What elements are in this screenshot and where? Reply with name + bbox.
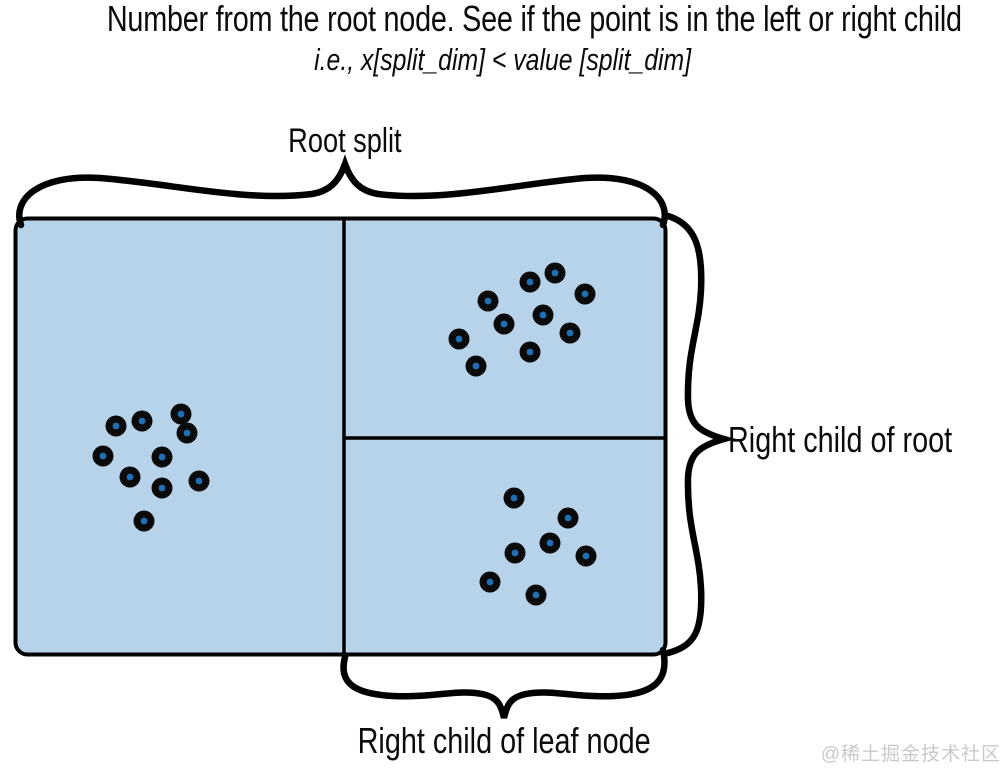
figure-subtitle-text: i.e., x[split_dim] < value [split_dim] xyxy=(313,42,691,77)
data-point-center xyxy=(582,552,590,560)
data-point-center xyxy=(195,477,203,485)
data-point-center xyxy=(126,473,134,481)
right-child-of-root-label: Right child of root xyxy=(728,419,953,460)
right-brace xyxy=(664,212,737,657)
data-point-center xyxy=(177,410,185,418)
data-point-center xyxy=(455,335,463,343)
data-point-center xyxy=(539,311,547,319)
bottom-brace xyxy=(340,646,668,719)
data-point-center xyxy=(526,348,534,356)
data-point-center xyxy=(551,269,559,277)
root-split-label: Root split xyxy=(288,122,402,160)
data-point-center xyxy=(183,429,191,437)
data-point-center xyxy=(158,453,166,461)
data-point-center xyxy=(566,329,574,337)
data-point-center xyxy=(564,514,572,522)
data-point-center xyxy=(486,578,494,586)
data-point-center xyxy=(581,290,589,298)
figure-subtitle: i.e., x[split_dim] < value [split_dim] xyxy=(0,42,1005,78)
data-point-center xyxy=(510,494,518,502)
data-point-center xyxy=(99,452,107,460)
watermark: @稀土掘金技术社区 xyxy=(820,744,1001,765)
figure-title: Number from the root node. See if the po… xyxy=(0,0,1005,40)
data-point-center xyxy=(158,484,166,492)
data-point-center xyxy=(546,539,554,547)
data-point-center xyxy=(532,591,540,599)
figure-title-text: Number from the root node. See if the po… xyxy=(106,0,962,39)
data-point-center xyxy=(484,297,492,305)
data-point-center xyxy=(112,422,120,430)
data-point-center xyxy=(140,517,148,525)
right-child-of-leaf-label: Right child of leaf node xyxy=(357,720,651,761)
data-point-center xyxy=(472,362,480,370)
top-brace xyxy=(16,154,668,229)
data-point-center xyxy=(500,320,508,328)
data-point-center xyxy=(511,549,519,557)
data-point-center xyxy=(526,278,534,286)
data-point-center xyxy=(138,417,146,425)
data-points xyxy=(92,262,597,606)
